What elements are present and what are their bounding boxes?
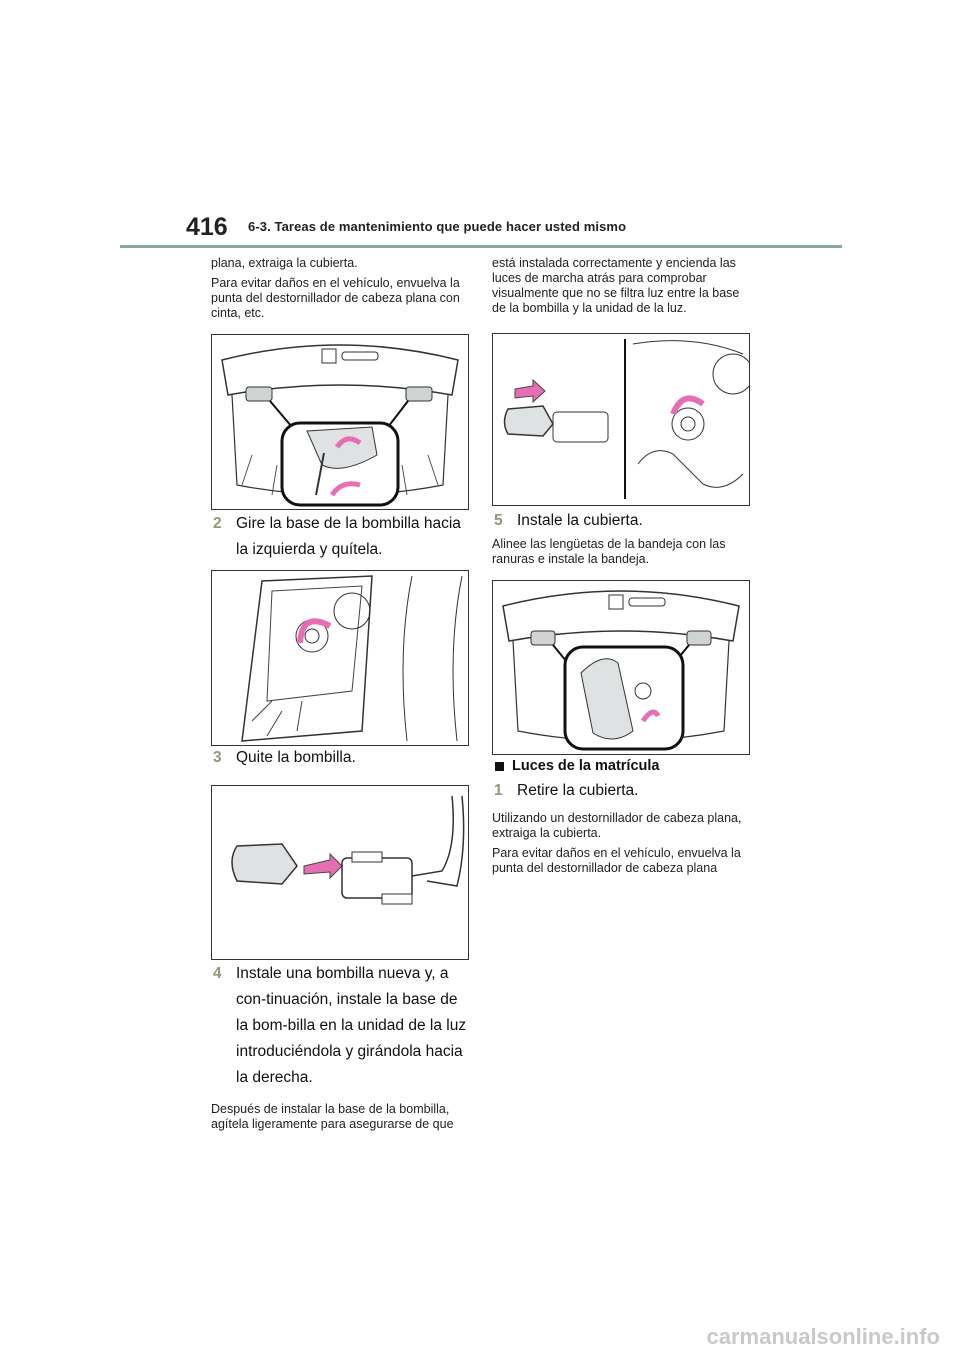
step-5-note: Alinee las lengüetas de la bandeja con l… [492, 537, 726, 566]
step-4: 4 Instale una bombilla nueva y, a con-ti… [213, 961, 473, 1091]
step-3: 3 Quite la bombilla. [213, 745, 473, 771]
step-1-note-1: Utilizando un destornillador de cabeza p… [492, 811, 742, 840]
step-1-number: 1 [494, 782, 503, 799]
bulb-base-rotation-illustration [241, 575, 463, 742]
step-3-number: 3 [213, 749, 222, 766]
step-2-block: 2 Gire la base de la bombilla hacia la i… [213, 511, 471, 563]
step-4-text: Instale una bombilla nueva y, a con-tinu… [236, 965, 467, 1086]
figure-bulb-insertion [492, 333, 750, 506]
step-2-text: Gire la base de la bombilla hacia la izq… [236, 515, 461, 558]
continued-text: está instalada correctamente y encienda … [492, 256, 740, 315]
bulb-insertion-illustration [503, 339, 749, 499]
step-3-text: Quite la bombilla. [236, 749, 356, 766]
watermark: carmanualsonline.info [706, 1324, 941, 1349]
step-5-note-block: Alinee las lengüetas de la bandeja con l… [492, 537, 750, 572]
step-1-notes-block: Utilizando un destornillador de cabeza p… [492, 811, 742, 881]
step-2-number: 2 [213, 515, 222, 532]
figure-bulb-removal [211, 785, 469, 960]
bulb-removal-illustration [231, 795, 465, 905]
tray-installation-illustration [502, 590, 740, 751]
figure-bulb-base-rotation [211, 570, 469, 746]
left-column-top: plana, extraiga la cubierta. Para evitar… [211, 256, 469, 326]
step-3-block: 3 Quite la bombilla. [213, 745, 473, 771]
step-1: 1 Retire la cubierta. [494, 778, 754, 804]
step-1-note-2: Para evitar daños en el vehículo, envuel… [492, 846, 741, 875]
step-5-block: 5 Instale la cubierta. [494, 508, 754, 534]
right-column-top: está instalada correctamente y encienda … [492, 256, 750, 321]
header-divider [120, 245, 842, 248]
page-number: 416 [186, 213, 228, 241]
intro-line-1: plana, extraiga la cubierta. [211, 256, 358, 270]
subsection-title: Luces de la matrícula [494, 758, 754, 774]
step-1-text: Retire la cubierta. [517, 782, 639, 799]
subsection-title-text: Luces de la matrícula [512, 758, 660, 774]
step-5-text: Instale la cubierta. [517, 512, 643, 529]
figure-trunk-cover-removal [211, 334, 469, 510]
trunk-cover-removal-illustration [221, 344, 459, 507]
step-4-number: 4 [213, 965, 222, 982]
step-5-number: 5 [494, 512, 503, 529]
figure-tray-installation [492, 580, 750, 755]
note-after-step-4: Después de instalar la base de la bombil… [211, 1102, 454, 1131]
square-bullet-icon [495, 761, 504, 771]
note-after-step-4-block: Después de instalar la base de la bombil… [211, 1102, 469, 1137]
step-2: 2 Gire la base de la bombilla hacia la i… [213, 511, 471, 563]
intro-line-2: Para evitar daños en el vehículo, envuel… [211, 276, 460, 320]
license-plate-lights-section: Luces de la matrícula 1 Retire la cubier… [494, 758, 754, 804]
section-title: 6-3. Tareas de mantenimiento que puede h… [248, 219, 627, 234]
step-5: 5 Instale la cubierta. [494, 508, 754, 534]
step-4-block: 4 Instale una bombilla nueva y, a con-ti… [213, 961, 473, 1091]
